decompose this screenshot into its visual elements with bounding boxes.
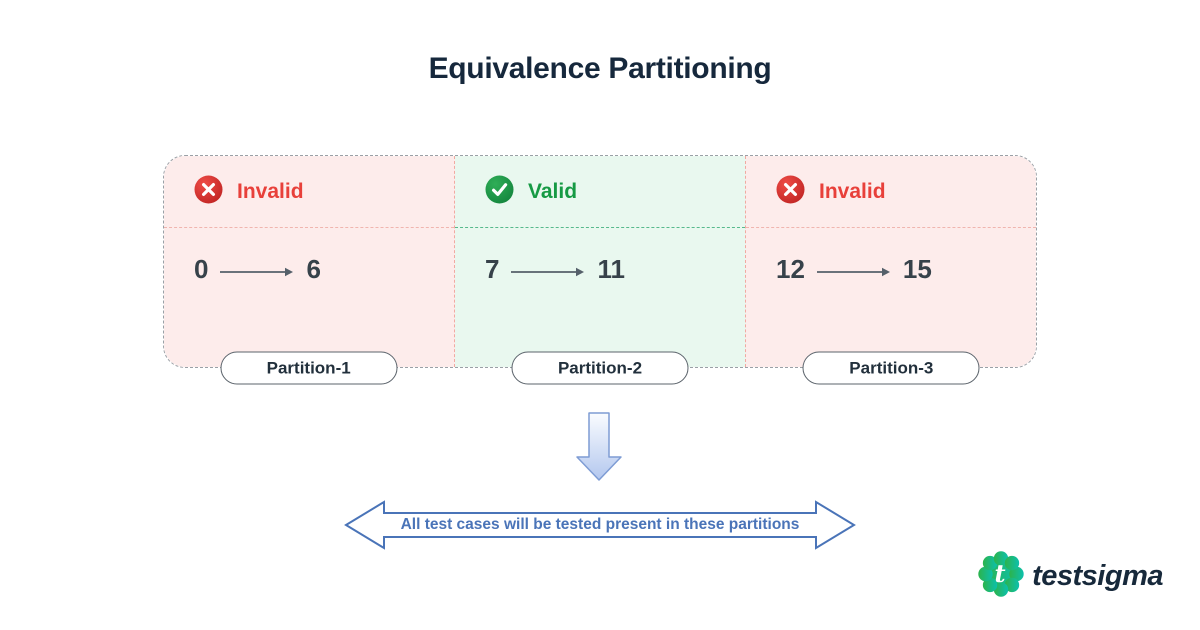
partition-3-header: Invalid xyxy=(746,156,1036,228)
partition-pill: Partition-1 xyxy=(220,351,398,385)
testsigma-logo: t testsigma xyxy=(978,551,1163,602)
check-circle-icon xyxy=(485,175,514,209)
partition-1-header: Invalid xyxy=(164,156,454,228)
range-to: 6 xyxy=(306,254,321,284)
partition-1-range: 0 6 xyxy=(164,254,454,285)
banner-text: All test cases will be tested present in… xyxy=(400,516,800,533)
partition-2-header: Valid xyxy=(455,156,745,228)
right-arrow-icon xyxy=(220,254,294,285)
status-label: Invalid xyxy=(237,179,304,203)
testsigma-badge-icon: t xyxy=(978,551,1024,602)
right-arrow-icon xyxy=(511,254,585,285)
page-title: Equivalence Partitioning xyxy=(428,52,772,85)
partition-panel: Invalid 0 6 xyxy=(163,155,1037,385)
down-arrow-icon xyxy=(576,412,623,487)
partition-column-3: Invalid 12 15 xyxy=(746,156,1036,367)
cross-circle-icon xyxy=(194,175,223,209)
partition-column-2: Valid 7 11 xyxy=(455,156,746,367)
range-from: 7 xyxy=(485,254,500,284)
logo-wordmark: testsigma xyxy=(1032,560,1163,592)
partition-3-range: 12 15 xyxy=(746,254,1036,285)
range-from: 12 xyxy=(776,254,805,284)
status-label: Invalid xyxy=(819,179,886,203)
partition-2-range: 7 11 xyxy=(455,254,745,285)
right-arrow-icon xyxy=(816,254,891,285)
partition-pill: Partition-3 xyxy=(802,351,980,385)
partition-pill: Partition-2 xyxy=(511,351,689,385)
range-to: 11 xyxy=(597,254,625,284)
banner-arrow: All test cases will be tested present in… xyxy=(344,499,856,551)
partition-panel-box: Invalid 0 6 xyxy=(163,155,1037,368)
cross-circle-icon xyxy=(776,175,805,209)
status-label: Valid xyxy=(528,179,578,203)
partition-column-1: Invalid 0 6 xyxy=(164,156,455,367)
range-from: 0 xyxy=(194,254,209,284)
range-to: 15 xyxy=(902,254,932,284)
svg-text:t: t xyxy=(995,559,1006,588)
